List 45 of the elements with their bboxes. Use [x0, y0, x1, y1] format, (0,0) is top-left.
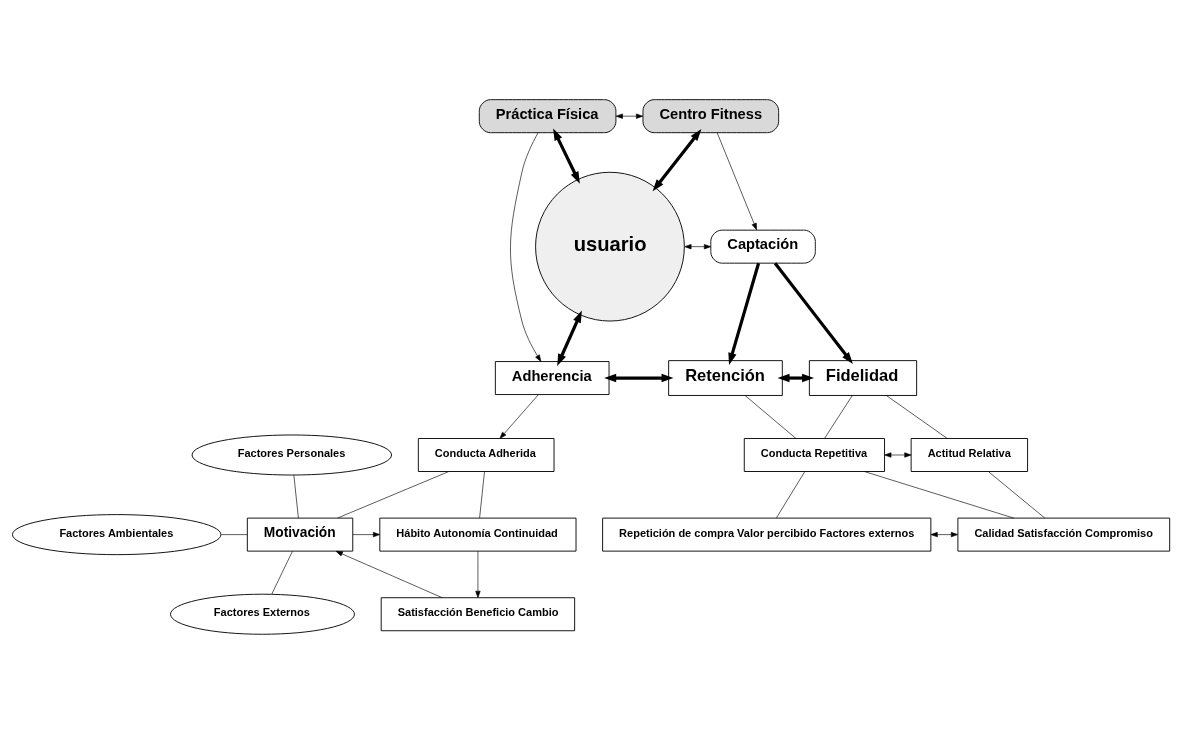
- node-box: Hábito Autonomía Continuidad: [379, 517, 577, 552]
- arrow: [728, 262, 761, 365]
- connector: [271, 550, 293, 594]
- arrow: [475, 550, 481, 598]
- arrow: [615, 113, 644, 119]
- arrow: [499, 394, 539, 439]
- node-box: Adherencia: [494, 360, 610, 395]
- node-box: Fidelidad: [808, 359, 918, 396]
- node-box: Actitud Relativa: [910, 437, 1029, 472]
- connector: [824, 394, 853, 439]
- node-box: Calidad Satisfacción Compromiso: [957, 517, 1171, 552]
- node-box: Práctica Física: [478, 98, 617, 133]
- node-box: Repetición de compra Valor percibido Factores externos: [602, 517, 932, 552]
- node-ellipse: Factores Externos: [170, 593, 355, 635]
- arrow: [773, 261, 853, 364]
- node-box: Captación: [710, 229, 816, 264]
- node-box: Retención: [668, 359, 783, 396]
- node-ellipse: Factores Personales: [191, 434, 392, 475]
- connector: [864, 470, 1015, 518]
- node-box: Satisfacción Beneficio Cambio: [380, 596, 576, 631]
- arrow: [652, 128, 702, 191]
- arrow: [684, 243, 712, 249]
- node-box: Conducta Repetitiva: [743, 437, 885, 472]
- connector: [337, 470, 449, 518]
- node-box: Conducta Adherida: [417, 437, 555, 472]
- connector: [479, 470, 485, 518]
- connector: [220, 533, 248, 535]
- arrow: [777, 373, 815, 382]
- node-ellipse: Factores Ambientales: [12, 513, 222, 555]
- connector: [988, 470, 1046, 518]
- connector: [293, 474, 299, 518]
- connector: [776, 470, 806, 518]
- node-box: Centro Fitness: [642, 98, 780, 133]
- node-box: Motivación: [246, 517, 354, 552]
- arrow: [352, 531, 381, 537]
- connector: [744, 394, 797, 439]
- arrow: [557, 310, 582, 366]
- arrow: [553, 128, 580, 184]
- connector: [886, 394, 948, 439]
- arrow: [884, 451, 912, 458]
- arrow: [510, 131, 542, 362]
- arrow: [335, 550, 443, 598]
- arrow: [604, 373, 674, 382]
- arrow: [716, 132, 757, 230]
- arrow: [930, 531, 958, 537]
